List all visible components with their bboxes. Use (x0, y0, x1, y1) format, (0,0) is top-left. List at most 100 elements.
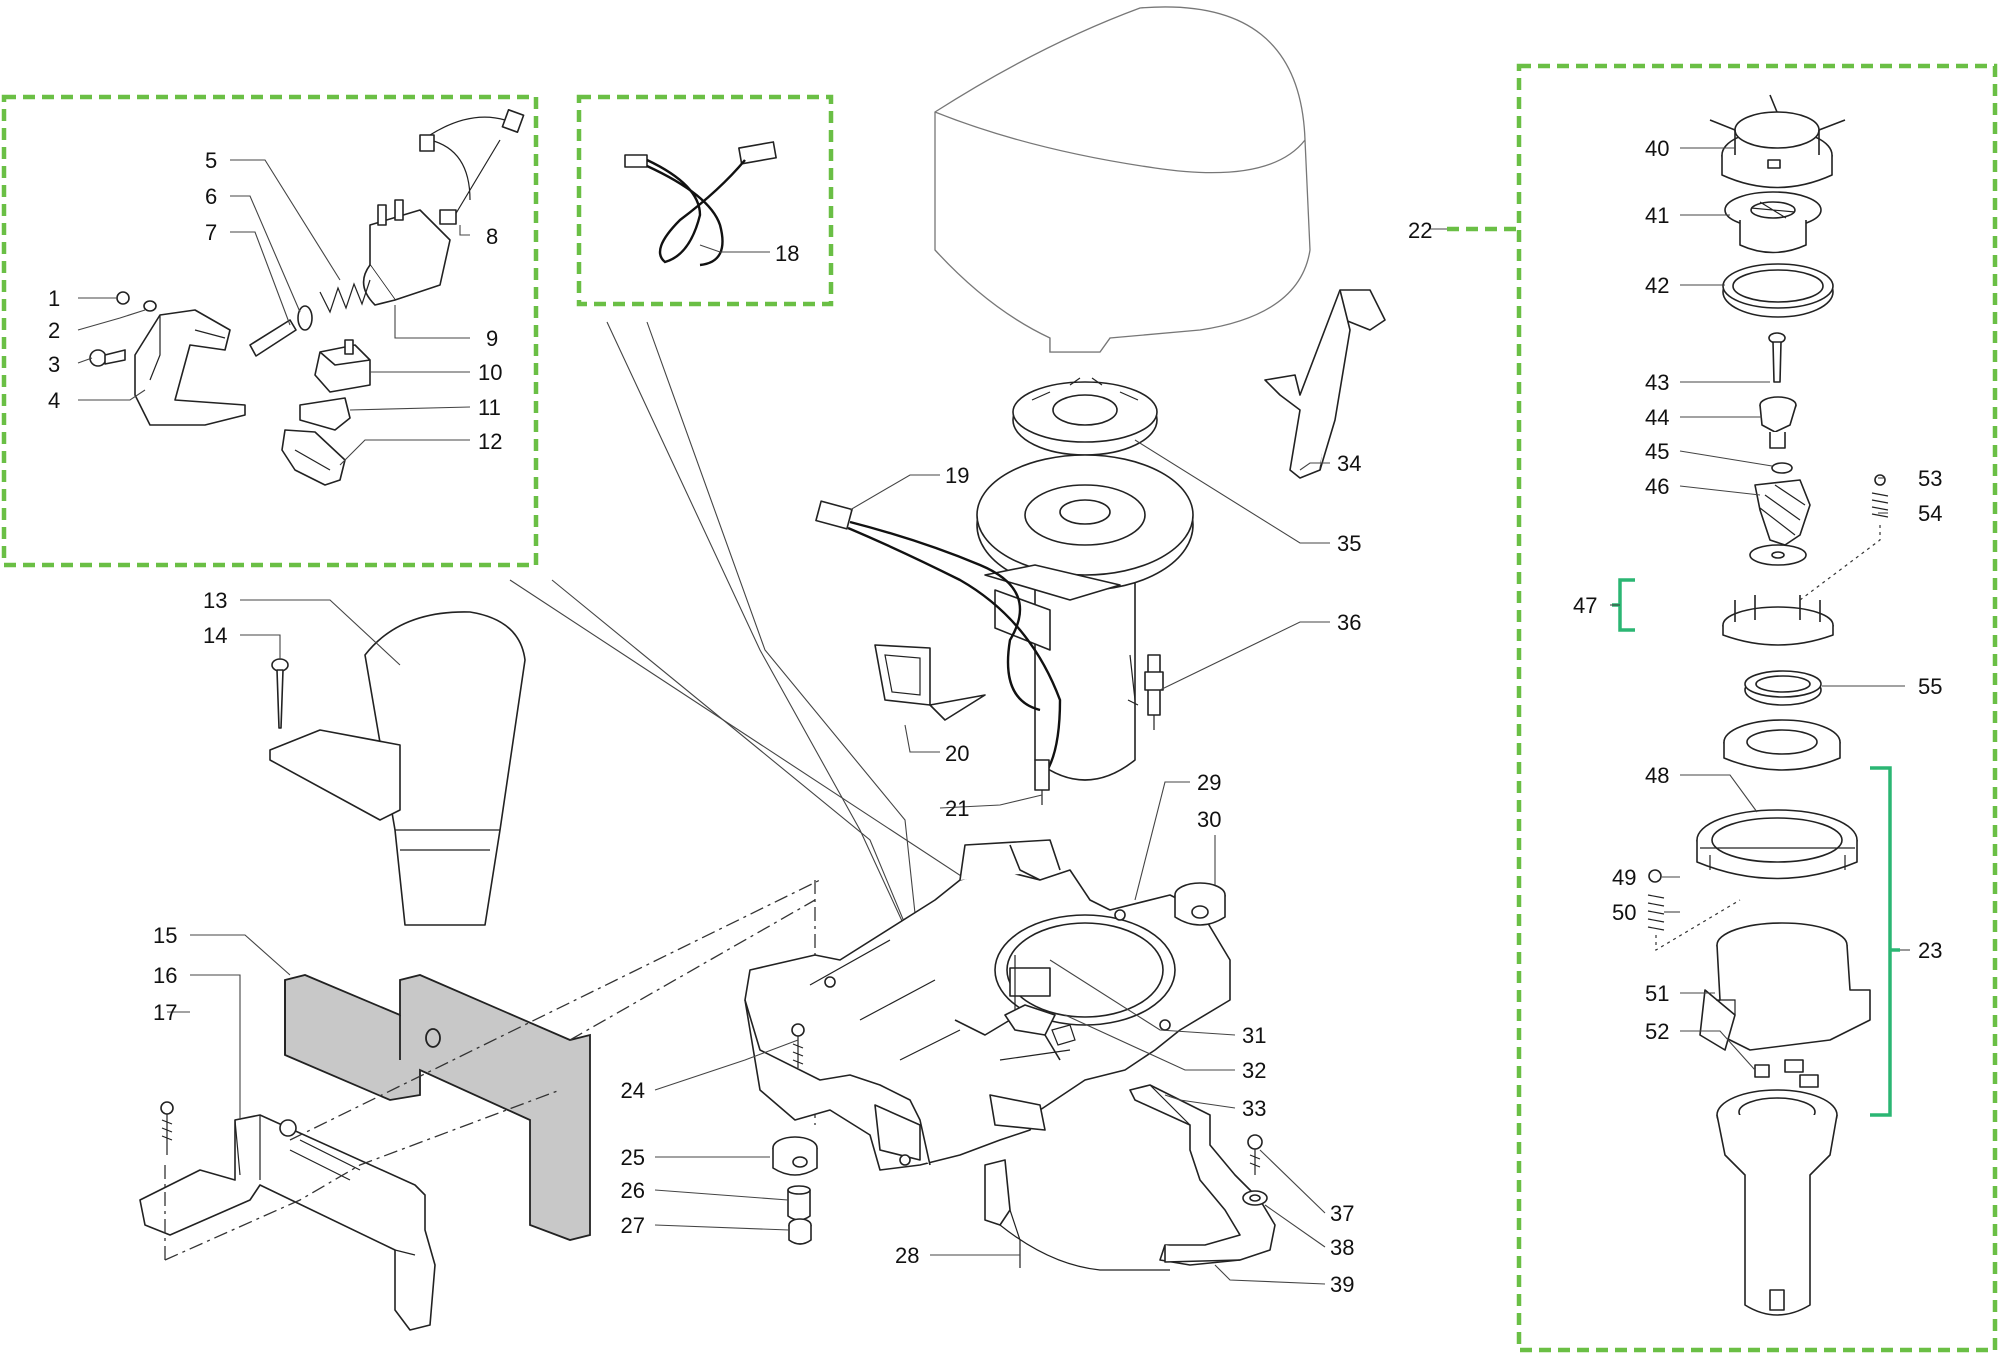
callout-4: 4 (48, 388, 60, 413)
group-link-line-4 (646, 321, 921, 961)
callout-48: 48 (1645, 763, 1669, 788)
callout-55: 55 (1918, 674, 1942, 699)
callout-42: 42 (1645, 273, 1669, 298)
callout-5: 5 (205, 148, 217, 173)
callout-9: 9 (486, 326, 498, 351)
part-15-plate (284, 974, 591, 1241)
callout-29: 29 (1197, 770, 1221, 795)
switch-assembly-parts (89, 109, 525, 486)
callout-13: 13 (203, 588, 227, 613)
callout-17: 17 (153, 1000, 177, 1025)
callout-10: 10 (478, 360, 502, 385)
callout-labels: 1 2 3 4 5 6 7 8 9 10 11 12 13 14 15 16 1… (48, 136, 1942, 1297)
callout-21: 21 (945, 796, 969, 821)
part-51-grinder-housing (1699, 922, 1871, 1051)
callout-12: 12 (478, 429, 502, 454)
callout-3: 3 (48, 352, 60, 377)
callout-19: 19 (945, 463, 969, 488)
callout-53: 53 (1918, 466, 1942, 491)
part-49-ball (1648, 869, 1662, 883)
part-21-sensor (1034, 759, 1050, 805)
bean-hopper (934, 6, 1311, 353)
callout-47: 47 (1573, 593, 1597, 618)
part-18-cable (624, 141, 777, 267)
callout-31: 31 (1242, 1023, 1266, 1048)
callout-24: 24 (621, 1078, 645, 1103)
part-14-screw (271, 658, 289, 729)
callout-27: 27 (621, 1213, 645, 1238)
part-38-washer (1242, 1190, 1268, 1206)
part-43-bolt (1768, 332, 1786, 383)
part-48-adjust-ring (1696, 809, 1858, 880)
callout-38: 38 (1330, 1235, 1354, 1260)
part-37-screw (1247, 1134, 1263, 1175)
callout-34: 34 (1337, 451, 1361, 476)
group-link-line-2 (551, 579, 921, 961)
part-35-ring (1012, 377, 1158, 456)
part-36-pin (1144, 654, 1164, 730)
callout-33: 33 (1242, 1096, 1266, 1121)
callout-51: 51 (1645, 981, 1669, 1006)
part-28-microswitch (984, 1159, 1170, 1271)
part-13-funnel (269, 611, 526, 926)
part-54-spring (1871, 492, 1889, 518)
callout-25: 25 (621, 1145, 645, 1170)
callout-32: 32 (1242, 1058, 1266, 1083)
callout-20: 20 (945, 741, 969, 766)
group-link-line-3 (606, 321, 921, 961)
part-19-connector-wire (815, 500, 1062, 781)
leader-lines (77, 147, 1910, 1285)
part-40-grinder-top (1709, 94, 1846, 189)
part-45-washer (1771, 462, 1793, 474)
callout-15: 15 (153, 923, 177, 948)
callout-39: 39 (1330, 1272, 1354, 1297)
callout-37: 37 (1330, 1201, 1354, 1226)
part-29-base-frame (744, 839, 1231, 1171)
part-53-ball (1874, 474, 1886, 486)
part-17-screw (160, 1101, 174, 1155)
callout-16: 16 (153, 963, 177, 988)
callout-30: 30 (1197, 807, 1221, 832)
part-25-grommet (772, 1136, 818, 1176)
callout-35: 35 (1337, 531, 1361, 556)
part-16-bracket (139, 1114, 436, 1331)
group-box-switch-assembly (1, 94, 539, 568)
part-motor (1716, 1089, 1838, 1316)
part-24-screw (791, 1023, 805, 1068)
callout-54: 54 (1918, 501, 1942, 526)
part-46-burr-lower (1754, 479, 1811, 546)
callout-52: 52 (1645, 1019, 1669, 1044)
alignment-line-diagonal-top (569, 899, 816, 1041)
callout-49: 49 (1612, 865, 1636, 890)
part-56-burr-ring (1723, 719, 1841, 771)
callout-50: 50 (1612, 900, 1636, 925)
part-44-shaft (1759, 396, 1797, 449)
callout-18: 18 (775, 241, 799, 266)
alignment-line-floor (164, 1089, 561, 1261)
callout-6: 6 (205, 184, 217, 209)
callout-28: 28 (895, 1243, 919, 1268)
part-26-sleeve (787, 1185, 811, 1221)
part-42-ring (1722, 263, 1834, 318)
alignment-line-15-16 (289, 879, 821, 1141)
part-33-arm (1129, 1084, 1276, 1266)
callout-40: 40 (1645, 136, 1669, 161)
callout-41: 41 (1645, 203, 1669, 228)
group-box-grinder-22 (1516, 63, 1998, 1353)
callout-44: 44 (1645, 405, 1669, 430)
callout-26: 26 (621, 1178, 645, 1203)
part-20-chute (874, 644, 986, 721)
part-27-nut (788, 1218, 812, 1245)
part-31-lever (1004, 955, 1056, 1036)
callout-2: 2 (48, 318, 60, 343)
callout-46: 46 (1645, 474, 1669, 499)
callout-22: 22 (1408, 218, 1432, 243)
part-34-bracket (1264, 289, 1386, 479)
part-30-grommet (1174, 882, 1226, 926)
group-link-line-1 (509, 579, 991, 896)
part-47-impeller (1722, 544, 1834, 646)
callout-7: 7 (205, 220, 217, 245)
callout-1: 1 (48, 286, 60, 311)
callout-45: 45 (1645, 439, 1669, 464)
